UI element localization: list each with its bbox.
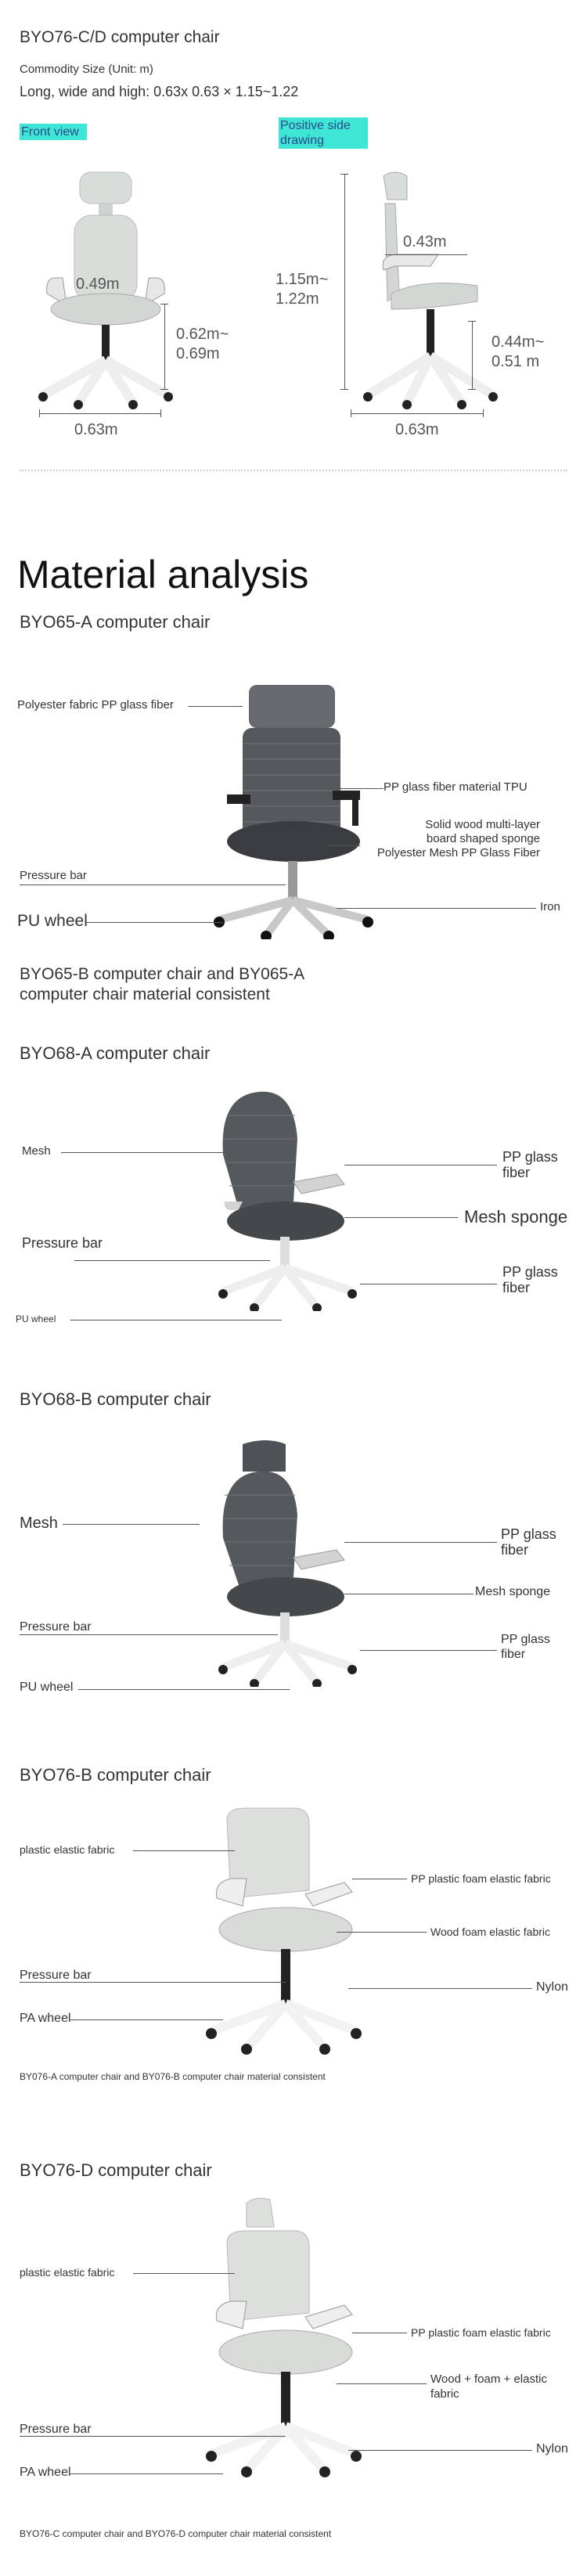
front-width-line xyxy=(39,413,160,414)
byo76d-label-pressure: Pressure bar xyxy=(20,2423,92,2436)
byo76b-chair-illustration xyxy=(206,1807,362,2055)
byo68b-label-pressure: Pressure bar xyxy=(20,1620,92,1634)
byo68b-chair-illustration xyxy=(218,1440,357,1687)
byo76d-label-wheel: PA wheel xyxy=(20,2466,71,2479)
byo68a-label-wheel: PU wheel xyxy=(16,1313,56,1324)
byo76b-label-base: Nylon xyxy=(536,1980,568,1994)
side-view-tag: Positive side drawing xyxy=(279,117,368,149)
material-title: Material analysis xyxy=(17,553,309,596)
side-width-line xyxy=(351,413,484,414)
byo65a-title: BYO65-A computer chair xyxy=(20,612,211,632)
byo76d-title: BYO76-D computer chair xyxy=(20,2160,212,2180)
byo65a-label-wheel: PU wheel xyxy=(17,912,88,930)
front-height-line xyxy=(164,304,165,390)
front-base-width: 0.63m xyxy=(74,421,118,438)
byo65a-label-armrest: PP glass fiber material TPU xyxy=(384,780,528,794)
byo65a-label-backrest: Polyester fabric PP glass fiber xyxy=(17,698,174,712)
byo65a-label-base: Iron xyxy=(540,900,560,913)
side-total-height-line xyxy=(344,174,345,390)
byo68b-label-sponge: Mesh sponge xyxy=(475,1585,551,1598)
byo65a-chair-illustration xyxy=(214,685,373,939)
byo68b-label-mesh: Mesh xyxy=(20,1515,58,1532)
byo65a-label-pressure: Pressure bar xyxy=(20,869,87,882)
byo76d-chair-illustration xyxy=(206,2197,362,2477)
side-seat-height-line xyxy=(472,321,473,390)
byo76d-note: BYO76-C computer chair and BYO76-D compu… xyxy=(20,2528,332,2539)
side-base-width: 0.63m xyxy=(395,421,439,438)
byo68a-label-pressure: Pressure bar xyxy=(22,1235,103,1251)
side-total-height: 1.15m~ 1.22m xyxy=(275,271,329,308)
front-height: 0.62m~ 0.69m xyxy=(176,326,229,362)
front-view-tag: Front view xyxy=(20,124,87,140)
byo76b-label-seat: Wood foam elastic fabric xyxy=(430,1926,551,1938)
byo68a-label-armrest: PP glass fiber xyxy=(502,1149,558,1180)
byo68b-label-base: PP glass fiber xyxy=(501,1633,550,1661)
byo65a-note: BYO65-B computer chair and BY065-A compu… xyxy=(20,965,305,1003)
byo76b-label-wheel: PA wheel xyxy=(20,2012,71,2025)
side-view-chair-illustration xyxy=(363,171,498,409)
byo68b-label-wheel: PU wheel xyxy=(20,1681,74,1694)
byo76b-title: BYO76-B computer chair xyxy=(20,1765,211,1785)
byo68a-label-mesh: Mesh xyxy=(22,1144,51,1158)
byo76b-label-backrest: plastic elastic fabric xyxy=(20,1843,115,1856)
byo68a-chair-illustration xyxy=(218,1091,357,1311)
size-caption: Commodity Size (Unit: m) xyxy=(20,63,153,76)
byo76b-label-pressure: Pressure bar xyxy=(20,1969,92,1982)
side-seat-depth: 0.43m xyxy=(403,233,447,250)
byo76b-label-armrest: PP plastic foam elastic fabric xyxy=(411,1872,551,1885)
byo68a-title: BYO68-A computer chair xyxy=(20,1043,211,1063)
byo76d-label-backrest: plastic elastic fabric xyxy=(20,2266,115,2279)
side-seat-height: 0.44m~ 0.51 m xyxy=(492,333,545,370)
size-value: Long, wide and high: 0.63x 0.63 × 1.15~1… xyxy=(20,84,299,99)
byo68a-label-sponge: Mesh sponge xyxy=(464,1207,568,1227)
dotted-divider xyxy=(20,470,567,471)
byo68b-title: BYO68-B computer chair xyxy=(20,1389,211,1409)
page-title: BYO76-C/D computer chair xyxy=(20,28,220,46)
front-seat-width: 0.49m xyxy=(76,276,120,293)
byo76d-label-armrest: PP plastic foam elastic fabric xyxy=(411,2326,551,2339)
front-view-chair-illustration xyxy=(38,171,173,409)
byo76b-note: BY076-A computer chair and BY076-B compu… xyxy=(20,2071,326,2082)
byo65a-label-seat: Solid wood multi-layer board shaped spon… xyxy=(376,818,540,859)
byo76d-label-seat: Wood + foam + elastic fabric xyxy=(430,2372,547,2401)
byo76d-label-base: Nylon xyxy=(536,2442,568,2455)
byo68b-label-armrest: PP glass fiber xyxy=(501,1526,556,1558)
byo68a-label-base: PP glass fiber xyxy=(502,1264,558,1295)
